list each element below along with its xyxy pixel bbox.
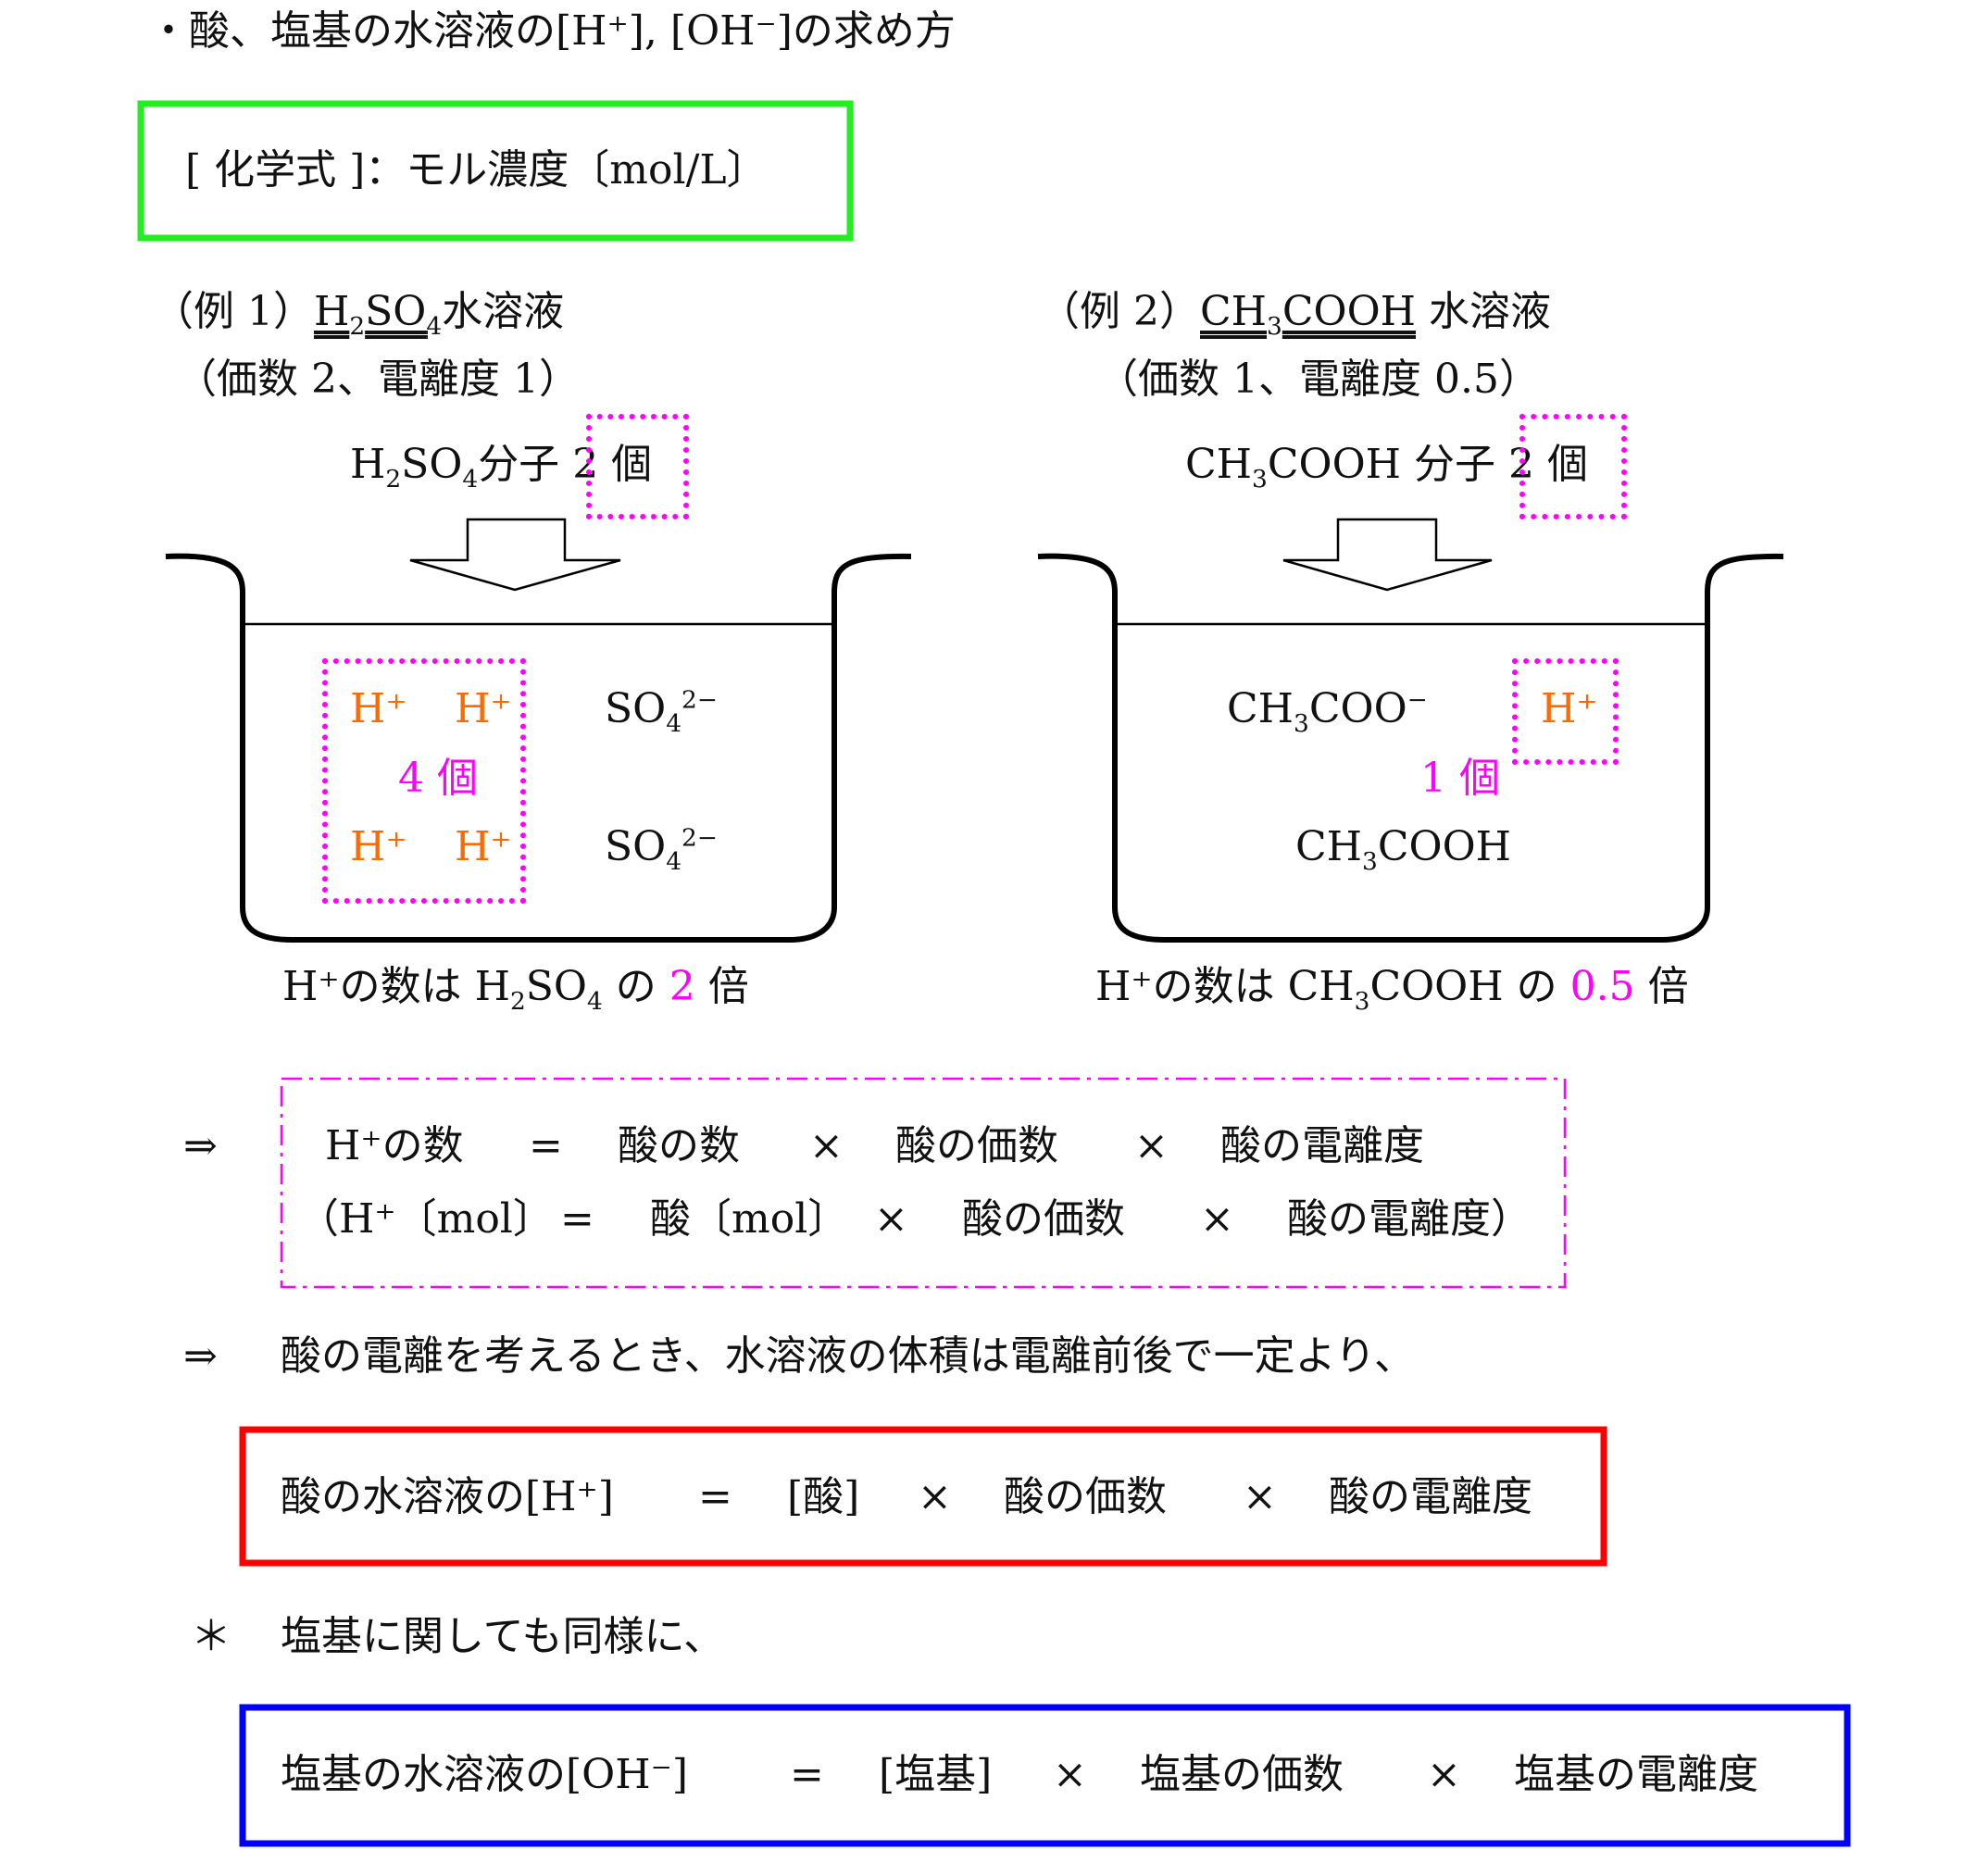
asterisk: ＊ <box>191 1613 231 1660</box>
eq2-term: × <box>874 1195 908 1243</box>
eq1-term: H⁺の数 <box>325 1122 464 1169</box>
implies-arrow: ⇒ <box>183 1122 218 1169</box>
eq1-term: 酸の電離度 <box>1220 1122 1424 1169</box>
base-formula-term: × <box>1053 1751 1087 1798</box>
h-ion-highlight-2 <box>1512 658 1619 765</box>
implies-arrow: ⇒ <box>183 1332 218 1380</box>
h-ion: H⁺ <box>455 823 512 870</box>
acid-formula-term: 酸の電離度 <box>1329 1473 1532 1520</box>
base-formula-term: [塩基] <box>879 1751 993 1798</box>
example1-props: （価数 2、電離度 1） <box>176 356 580 403</box>
sulfate-ion: SO42− <box>605 685 718 738</box>
h-ion-count-2: 1 個 <box>1420 755 1500 802</box>
base-formula-term: 塩基の価数 <box>1140 1751 1344 1798</box>
eq1-term: × <box>1134 1122 1169 1169</box>
eq2-term: 酸の電離度） <box>1287 1195 1532 1243</box>
example1-caption: H⁺の数は H2SO4 の 2 倍 <box>282 963 749 1016</box>
h-ion: H⁺ <box>1541 685 1598 732</box>
base-formula-term: 塩基の水溶液の[OH⁻] <box>281 1751 688 1798</box>
eq2-term: 酸〔mol〕 <box>650 1195 849 1243</box>
acid-formula-term: 酸の水溶液の[H⁺] <box>281 1473 614 1520</box>
h-ion: H⁺ <box>350 823 407 870</box>
eq1-term: = <box>529 1122 563 1169</box>
acid-formula-term: 酸の価数 <box>1004 1473 1167 1520</box>
page-title: ・酸、塩基の水溶液の[H⁺], [OH⁻]の求め方 <box>148 7 956 55</box>
down-arrow-icon <box>1282 518 1493 592</box>
definition-box-green <box>137 100 854 242</box>
base-formula-term: × <box>1427 1751 1461 1798</box>
example2-formula: CH3COOH <box>1199 288 1417 341</box>
acid-formula-term: = <box>698 1473 732 1520</box>
acetate-ion: CH3COO− <box>1227 685 1428 738</box>
eq2-term: = <box>560 1195 594 1243</box>
sulfate-ion: SO42− <box>605 823 718 876</box>
base-formula-box-blue <box>239 1704 1851 1847</box>
example2-caption: H⁺の数は CH3COOH の 0.5 倍 <box>1095 963 1689 1016</box>
example1-formula: H2SO4 <box>313 288 443 341</box>
eq1-term: 酸の数 <box>618 1122 740 1169</box>
definition-text: [ 化学式 ]：モル濃度〔mol/L〕 <box>185 146 768 194</box>
acid-formula-term: × <box>1243 1473 1277 1520</box>
base-formula-term: 塩基の電離度 <box>1514 1751 1758 1798</box>
example2-heading: （例 2）CH3COOH 水溶液 <box>1039 288 1552 341</box>
acetic-acid-molecule: CH3COOH <box>1295 823 1512 876</box>
h-ion: H⁺ <box>350 685 407 732</box>
acid-formula-term: [酸] <box>787 1473 860 1520</box>
example2-props: （価数 1、電離度 0.5） <box>1097 356 1540 403</box>
eq1-term: × <box>809 1122 844 1169</box>
eq2-term: × <box>1200 1195 1234 1243</box>
h-ion: H⁺ <box>455 685 512 732</box>
down-arrow-icon <box>409 518 621 592</box>
volume-note: 酸の電離を考えるとき、水溶液の体積は電離前後で一定より、 <box>281 1332 1415 1380</box>
example1-heading: （例 1）H2SO4水溶液 <box>153 288 565 341</box>
molecule-count-highlight-1 <box>586 414 689 519</box>
eq2-term: 酸の価数 <box>962 1195 1125 1243</box>
base-formula-term: = <box>790 1751 824 1798</box>
beaker-2 <box>1037 553 1784 943</box>
acid-formula-box-red <box>239 1426 1607 1567</box>
eq1-term: 酸の価数 <box>895 1122 1058 1169</box>
equation-box-dashdot <box>280 1077 1567 1289</box>
base-note: 塩基に関しても同様に、 <box>281 1613 725 1660</box>
h-ion-count-1: 4 個 <box>398 755 478 802</box>
beaker-1 <box>165 553 912 943</box>
h-ion-highlight-1 <box>322 658 526 904</box>
eq2-term: （H⁺〔mol〕 <box>298 1195 554 1243</box>
molecule-count-highlight-2 <box>1519 414 1627 519</box>
acid-formula-term: × <box>918 1473 952 1520</box>
example1-molecules: H2SO4分子 2 個 <box>350 441 653 494</box>
